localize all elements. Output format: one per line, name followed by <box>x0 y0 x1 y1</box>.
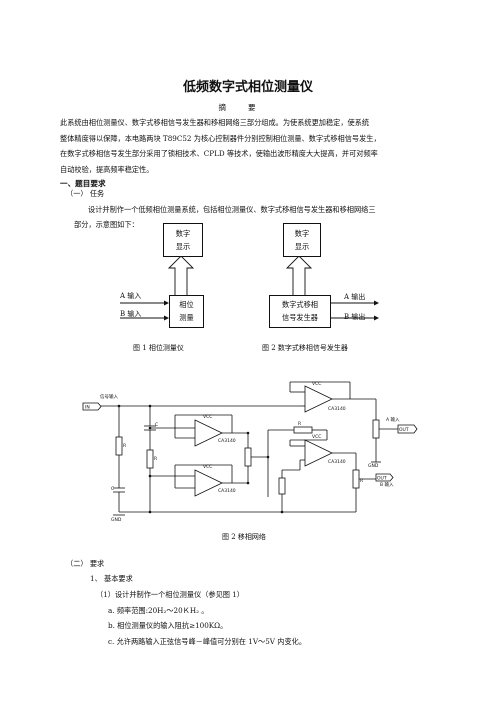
circuit-gnd-label: GND <box>111 517 122 523</box>
circuit-opamp-label: CA3140 <box>328 459 346 465</box>
circuit-vcc-label: VCC <box>312 434 321 440</box>
subsection-task: （一） 任务 <box>66 189 105 198</box>
input-tag-shape <box>82 402 102 411</box>
task-line: 部分，示意图如下： <box>74 220 139 229</box>
requirement-subitem: a. 频率范围:20H₂～20ＫH₂ 。 <box>108 606 209 615</box>
circuit-opamp-label: CA3140 <box>218 438 236 444</box>
abstract-line: 自动校验，提高频率稳定性。 <box>60 164 154 174</box>
circuit-resistor-label: R <box>154 456 157 462</box>
abstract-line: 在数字式移相信号发生部分采用了锁相技术、CPLD 等技术，使输出波形精度大大提高… <box>60 149 378 158</box>
circuit-out-tag-a: OUT <box>399 427 409 433</box>
circuit-out-tag-b: OUT <box>377 476 387 482</box>
fig2-block-label: 信号发生器 <box>282 313 318 322</box>
subsection-requirements: （二） 要求 <box>66 559 105 568</box>
fig3-caption: 图 2 移相网络 <box>222 533 266 541</box>
circuit-capacitor-label: C <box>155 422 158 428</box>
circuit-vcc-label: VCC <box>203 464 212 470</box>
circuit-signal-input-label: 信号输入 <box>100 393 118 400</box>
fig2-block-label: 数字式移相 <box>282 300 318 309</box>
requirement-subitem: c. 允许两路输入正弦信号峰－峰值可分别在 1V～5V 内变化。 <box>108 637 307 646</box>
fig2-display-box: 数字 显示 <box>283 223 321 257</box>
section-heading-requirements: 一、题目要求 <box>60 179 106 188</box>
requirement-item: （1）设计并制作一个相位测量仪（参见图 1） <box>96 590 244 599</box>
circuit-vcc-label: VCC <box>312 381 321 387</box>
circuit-a-output-label: A 输入 <box>386 416 400 423</box>
fig2-generator-box: 数字式移相 信号发生器 <box>269 295 331 328</box>
circuit-opamp-label: CA3140 <box>218 488 236 494</box>
abstract-text: 此系统由相位测量仪、数字式移相信号发生器和移相网络三部分组成。为使系统更加稳定，… <box>60 115 381 177</box>
fig2-caption: 图 2 数字式移相信号发生器 <box>262 344 348 352</box>
basic-requirements-heading: 1、 基本要求 <box>90 574 133 583</box>
fig2-output-a-label: A 输出 <box>344 293 366 301</box>
circuit-vcc-label: VCC <box>203 414 212 420</box>
circuit-capacitor-label: C <box>111 486 114 492</box>
fig2-output-b-label: B 输出 <box>344 313 366 321</box>
circuit-resistor-label: R <box>123 443 126 449</box>
fig1-display-label: 数字 <box>175 229 191 238</box>
circuit-opamp-label: CA3140 <box>328 406 346 412</box>
fig1-input-b-label: B 输入 <box>120 310 142 318</box>
fig1-block-label: 测量 <box>179 313 194 322</box>
fig2-display-label: 显示 <box>294 242 310 251</box>
fig2-display-label: 数字 <box>294 229 310 238</box>
abstract-line: 整体精度得以保障，本电路两块 T89C52 为核心控制器件分别控制相位测量、数字… <box>60 133 381 143</box>
requirement-subitem: b. 相位测量仪的输入阻抗≥100KΩ。 <box>108 621 228 630</box>
abstract-heading: 摘要 <box>218 103 278 112</box>
circuit-resistor-label: R <box>298 421 301 427</box>
fig1-phase-measure-box: 相位 测量 <box>169 295 204 328</box>
circuit-gnd-label: GND <box>368 463 379 469</box>
circuit-b-output-label: B 输入 <box>380 481 394 488</box>
fig1-caption: 图 1 相位测量仪 <box>133 344 184 352</box>
fig1-display-box: 数字 显示 <box>163 223 203 257</box>
fig1-block-label: 相位 <box>179 300 194 309</box>
fig1-display-label: 显示 <box>175 242 191 251</box>
abstract-line: 此系统由相位测量仪、数字式移相信号发生器和移相网络三部分组成。为使系统更加稳定，… <box>60 118 370 127</box>
circuit-in-tag: IN <box>85 405 90 411</box>
fig1-input-a-label: A 输入 <box>120 292 142 300</box>
task-line: 设计并制作一个低频相位测量系统，包括相位测量仪、数字式移相信号发生器和移相网络三 <box>88 205 376 214</box>
document-title: 低频数字式相位测量仪 <box>182 80 313 95</box>
circuit-resistor-label: R <box>360 478 363 484</box>
